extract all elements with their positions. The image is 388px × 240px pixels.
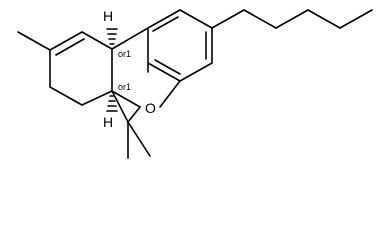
bond (147, 9, 181, 29)
bond (339, 9, 373, 29)
bond (49, 86, 83, 106)
bond (243, 9, 277, 29)
pyran-ring (111, 27, 181, 108)
bond (307, 9, 341, 29)
double-bond-inner (152, 16, 179, 32)
bond (111, 90, 141, 108)
hydrogen-label-bottom: H (103, 114, 113, 130)
oxygen-label: O (145, 100, 156, 116)
stereo-hash-upper (106, 28, 118, 45)
bond (111, 27, 149, 50)
bond (81, 31, 113, 50)
bond (81, 90, 113, 106)
molecule-structure-diagram: O H H or1 or1 (17, 8, 373, 159)
bond (211, 9, 245, 29)
stereo-hash-lower (106, 95, 118, 112)
stereo-label-upper: or1 (118, 49, 131, 59)
cyclohexene-ring (17, 31, 113, 106)
aromatic-ring (147, 9, 213, 82)
stereo-label-lower: or1 (118, 82, 131, 92)
bond (49, 31, 83, 51)
double-bond-inner (154, 59, 181, 75)
bond (159, 80, 181, 108)
bond (179, 9, 213, 29)
double-bond-inner (55, 38, 85, 56)
pentyl-chain (211, 9, 373, 29)
hydrogen-label-top: H (103, 8, 113, 24)
bond (17, 31, 51, 51)
bond (147, 62, 181, 82)
bond (127, 121, 151, 157)
bond (127, 106, 141, 123)
bond (179, 62, 213, 82)
bond (275, 9, 309, 29)
